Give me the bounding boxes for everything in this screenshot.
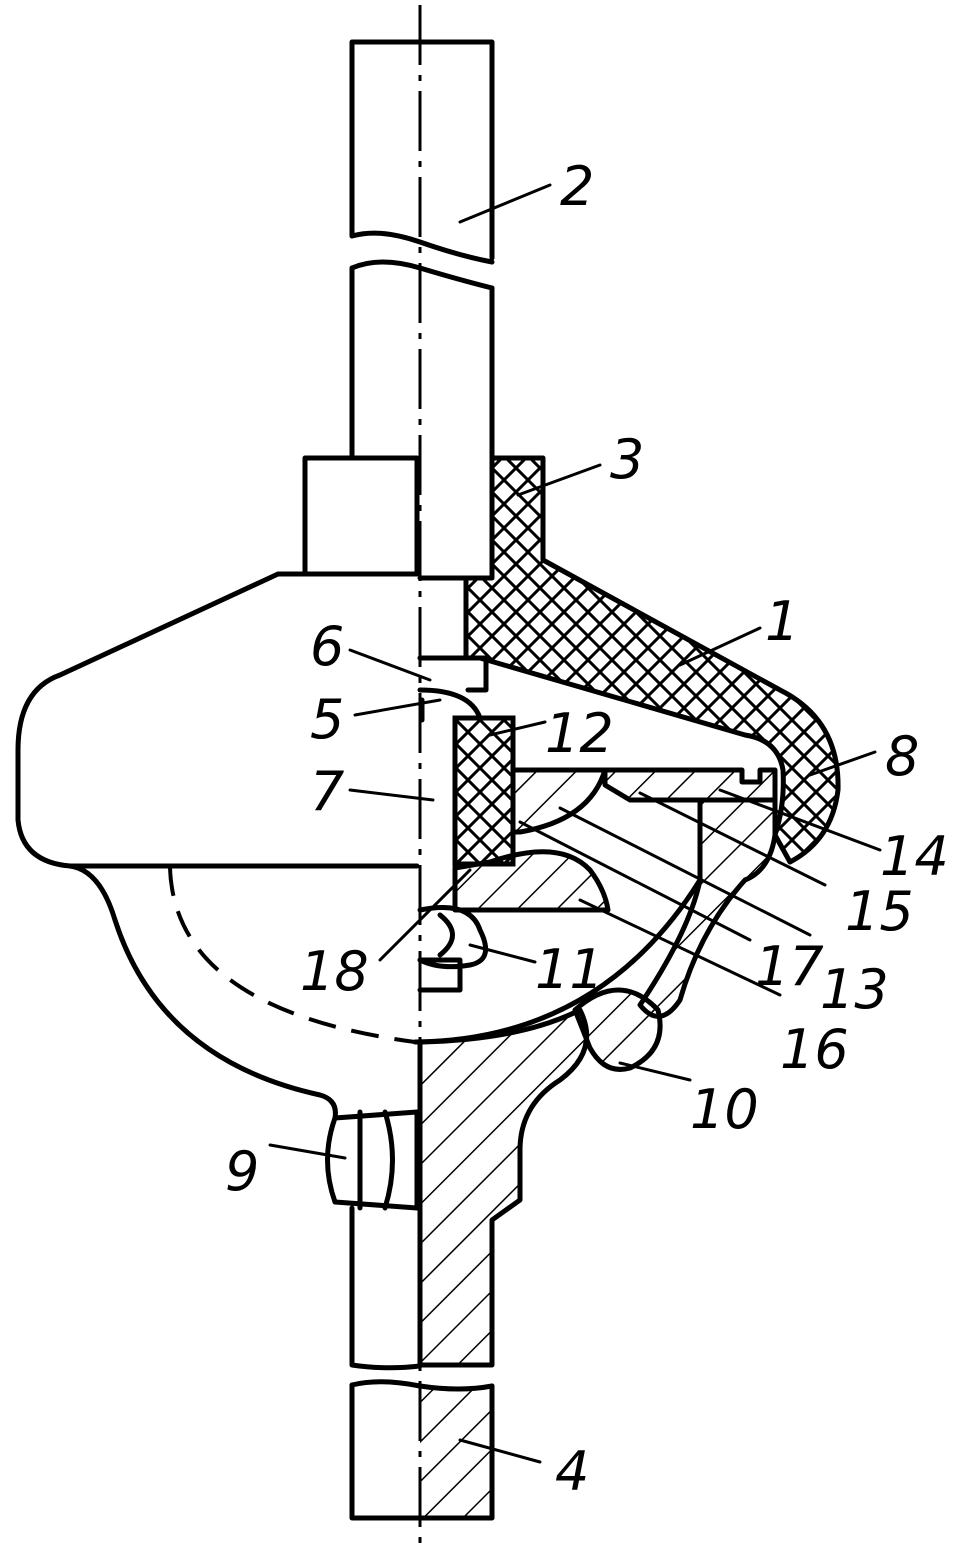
label-11: 11	[535, 938, 604, 1001]
label-17: 17	[755, 935, 824, 998]
label-10: 10	[690, 1078, 759, 1141]
cup-left	[70, 866, 335, 1118]
label-12: 12	[545, 702, 614, 765]
label-15: 15	[845, 880, 914, 943]
top-nut	[305, 458, 417, 574]
label-8: 8	[885, 725, 919, 788]
label-1: 1	[765, 590, 799, 653]
ball-outline	[170, 868, 415, 1042]
label-2: 2	[560, 155, 594, 218]
label-4: 4	[555, 1440, 589, 1503]
label-3: 3	[610, 428, 644, 491]
upper-rod	[352, 42, 492, 458]
label-5: 5	[310, 688, 344, 751]
label-7: 7	[310, 760, 344, 823]
nut-11	[420, 908, 486, 991]
label-16: 16	[780, 1018, 849, 1081]
part-labels: 2 3 1 6 5 7 12 8 14 15 17 13 16 18 11 10…	[225, 155, 949, 1503]
label-9: 9	[225, 1140, 259, 1203]
label-14: 14	[880, 825, 949, 888]
ball-stud	[420, 1010, 587, 1365]
spring-plate	[605, 770, 775, 800]
lower-nut	[328, 1112, 418, 1208]
bearing-insert	[455, 718, 513, 864]
label-18: 18	[300, 940, 369, 1003]
label-6: 6	[310, 615, 344, 678]
housing-left	[18, 574, 417, 866]
label-13: 13	[820, 958, 889, 1021]
center-bushing	[420, 578, 466, 658]
